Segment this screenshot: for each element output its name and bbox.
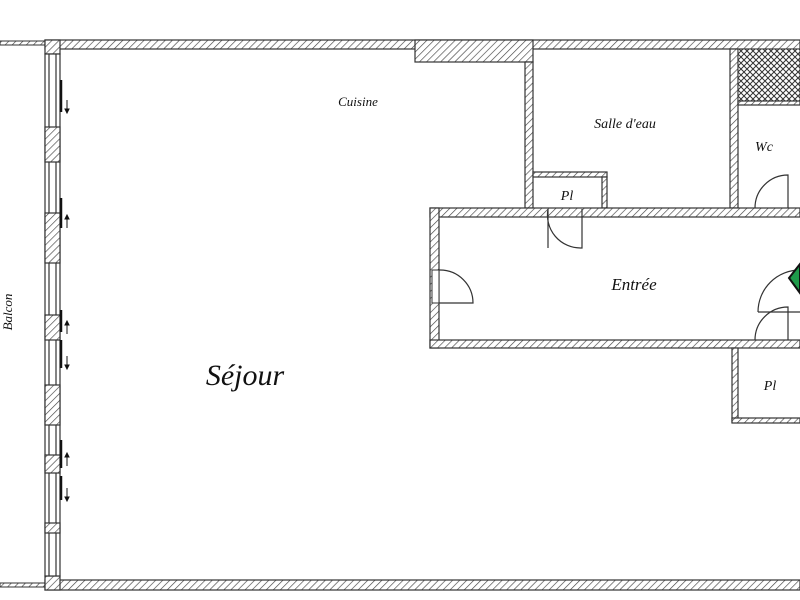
- room-label-placard-2: Pl: [763, 379, 777, 394]
- window-wall: [44, 53, 70, 577]
- doors: [439, 174, 800, 341]
- outer-walls: [44, 39, 800, 591]
- door-placard-1: [546, 208, 583, 249]
- door-entree-left: [439, 269, 474, 304]
- door-entry: [757, 269, 800, 313]
- door-placard-2: [754, 306, 789, 341]
- room-label-sejour: Séjour: [206, 359, 285, 392]
- room-label-cuisine: Cuisine: [338, 94, 378, 109]
- entree-walls: [429, 207, 800, 424]
- green-diamond-entry-icon: [787, 262, 800, 295]
- room-label-wc: Wc: [755, 140, 774, 155]
- door-wc: [754, 174, 789, 209]
- room-label-balcon: Balcon: [0, 294, 15, 331]
- room-label-salle-eau: Salle d'eau: [594, 117, 656, 132]
- service-duct: [737, 48, 800, 102]
- room-label-placard-1: Pl: [560, 189, 574, 204]
- wc-wall: [737, 100, 800, 106]
- room-label-entree: Entrée: [610, 275, 657, 294]
